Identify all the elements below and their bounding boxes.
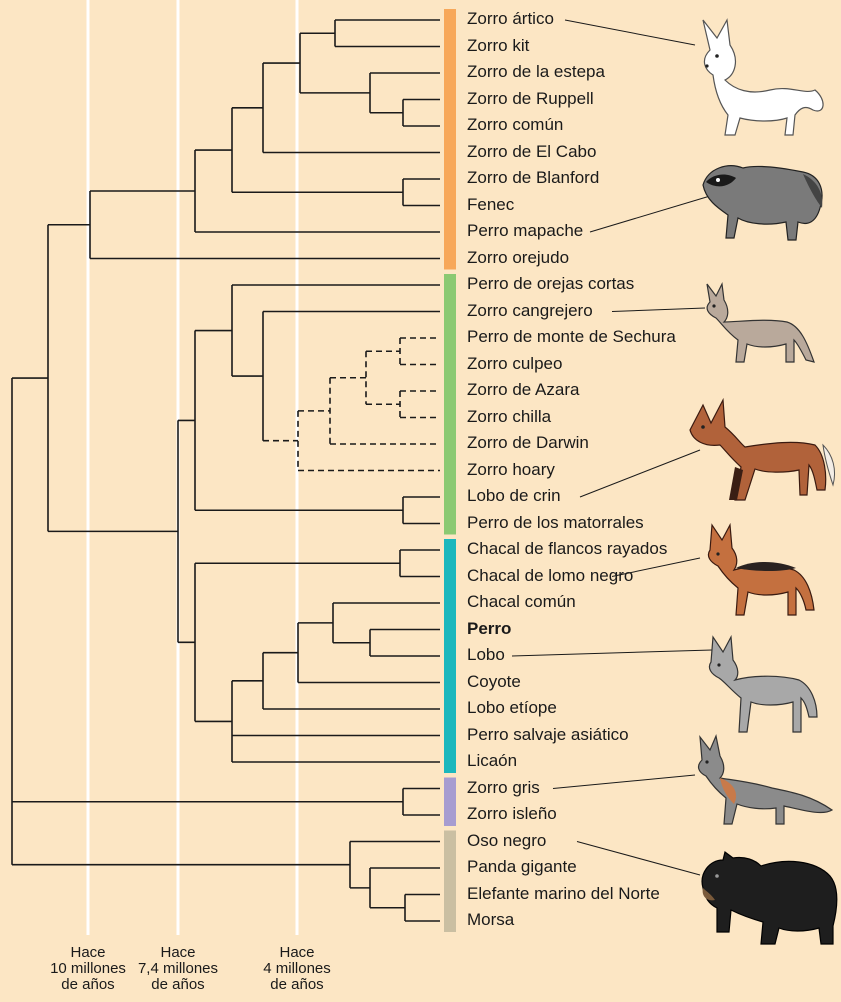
crab-eating-fox-icon [707,284,814,362]
pointer-line-5 [512,650,712,656]
species-label: Zorro común [467,115,563,135]
species-label: Chacal de lomo negro [467,566,633,586]
species-label: Perro de los matorrales [467,513,644,533]
group-bar-orange [444,9,456,270]
species-label: Perro de monte de Sechura [467,327,676,347]
black-bear-icon [702,852,837,944]
species-label: Zorro de Ruppell [467,89,594,109]
species-label: Zorro de Blanford [467,168,599,188]
pointer-line-0 [565,20,695,45]
group-bar-purple [444,778,456,827]
species-label: Oso negro [467,831,546,851]
time-label-line: 7,4 millones [123,961,233,977]
species-label: Zorro de Azara [467,380,579,400]
species-label: Licaón [467,751,517,771]
species-label: Lobo de crin [467,486,561,506]
arctic-fox-icon [703,20,823,135]
species-label: Zorro isleño [467,804,557,824]
species-label: Zorro hoary [467,460,555,480]
time-label-line: Hace [123,945,233,961]
species-label: Chacal de flancos rayados [467,539,667,559]
time-label-line: de años [242,977,352,993]
species-label: Zorro culpeo [467,354,562,374]
species-label: Elefante marino del Norte [467,884,660,904]
time-label-line: de años [123,977,233,993]
raccoon-dog-icon [703,166,822,240]
species-label: Perro mapache [467,221,583,241]
group-bar-tan [444,831,456,933]
species-label: Lobo [467,645,505,665]
species-label: Lobo etíope [467,698,557,718]
wolf-icon [709,637,817,732]
species-label: Zorro kit [467,36,529,56]
species-label: Zorro de Darwin [467,433,589,453]
species-label: Zorro de El Cabo [467,142,596,162]
species-label: Perro [467,619,511,639]
tree-branches [12,20,440,921]
group-bar-green [444,274,456,535]
species-label: Zorro cangrejero [467,301,593,321]
species-label: Zorro de la estepa [467,62,605,82]
species-label: Zorro chilla [467,407,551,427]
species-label: Zorro gris [467,778,540,798]
species-label: Fenec [467,195,514,215]
gray-fox-icon [699,736,832,824]
pointer-line-3 [580,450,700,497]
pointer-line-7 [577,842,700,876]
group-color-bars [444,9,456,932]
group-bar-teal [444,539,456,773]
species-label: Zorro ártico [467,9,554,29]
species-label: Perro salvaje asiático [467,725,629,745]
species-label: Panda gigante [467,857,577,877]
species-label: Morsa [467,910,514,930]
time-label-line: Hace [242,945,352,961]
species-label: Zorro orejudo [467,248,569,268]
pointer-line-2 [612,308,705,312]
species-label: Perro de orejas cortas [467,274,634,294]
maned-wolf-icon [690,400,835,500]
species-label: Coyote [467,672,521,692]
pointer-line-1 [590,196,710,232]
time-label-line: 4 millones [242,961,352,977]
black-backed-jackal-icon [708,525,814,615]
species-label: Chacal común [467,592,576,612]
time-lines [88,0,297,935]
pointer-line-6 [553,775,695,789]
